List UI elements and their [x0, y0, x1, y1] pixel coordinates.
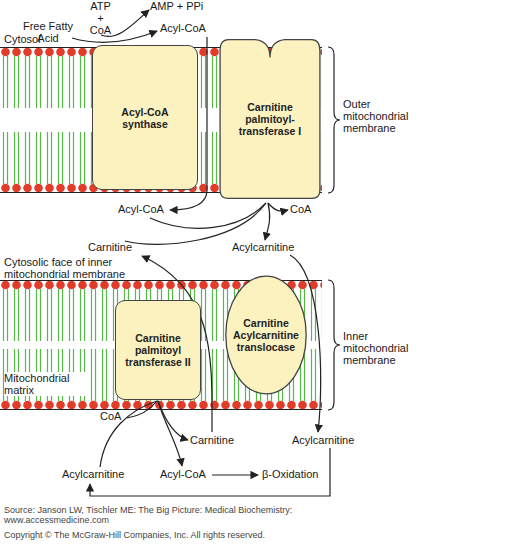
reaction-arrow: [127, 401, 157, 418]
shape-outline: [226, 276, 306, 394]
reaction-arrow: [268, 203, 288, 211]
pathway-label: β-Oxidation: [262, 468, 337, 480]
metabolite-label: Carnitine: [88, 241, 148, 253]
enzyme-name: Carnitine palmitoyl transferase II: [124, 332, 192, 368]
compartment-label: Cytosol: [4, 33, 64, 45]
reaction-arrow: [158, 401, 188, 440]
metabolite-label: Acylcarnitine: [232, 241, 312, 253]
compartment-label: Cytosolic face of inner mitochondrial me…: [4, 256, 139, 280]
reaction-arrow: [150, 203, 266, 228]
membrane-label: Outer mitochondrial membrane: [343, 98, 423, 134]
metabolite-label: Acylcarnitine: [62, 468, 142, 480]
reaction-arrow: [158, 401, 182, 466]
metabolite-label: AMP + PPi: [150, 0, 220, 12]
enzyme-name: Acyl-CoA synthase: [105, 106, 185, 130]
metabolite-label: Acyl-CoA: [160, 468, 220, 480]
reaction-arrow: [72, 31, 157, 42]
enzyme-box: Acyl-CoA synthase: [92, 45, 198, 190]
membrane-label: Inner mitochondrial membrane: [343, 330, 423, 366]
enzyme-name: Carnitine palmitoyl-transferase I: [228, 101, 312, 137]
metabolite-label: ATP + CoA: [88, 0, 113, 36]
compartment-label: Mitochondrial matrix: [4, 372, 89, 396]
transporter-ellipse: Carnitine Acylcarnitine translocase: [225, 275, 307, 395]
reaction-arrow: [212, 474, 258, 475]
metabolite-label: Carnitine: [190, 434, 250, 446]
brace: [328, 47, 340, 193]
reaction-arrow: [265, 203, 270, 240]
metabolite-label: Acyl-CoA: [160, 22, 220, 34]
source-note: Source: Janson LW, Tischler ME: The Big …: [4, 505, 314, 525]
metabolite-label: CoA: [100, 410, 121, 422]
reaction-arrow: [100, 401, 157, 467]
enzyme-box: Carnitine palmitoyl transferase II: [115, 300, 201, 400]
enzyme-name: Carnitine Acylcarnitine translocase: [230, 317, 302, 353]
shape-outline: [220, 40, 320, 199]
enzyme-box: Carnitine palmitoyl-transferase I: [218, 38, 322, 200]
metabolite-label: Acyl-CoA: [118, 203, 178, 215]
brace: [328, 280, 340, 410]
copyright-note: Copyright © The McGraw-Hill Companies, I…: [4, 530, 424, 540]
metabolite-label: Acylcarnitine: [292, 434, 372, 446]
metabolite-label: CoA: [290, 203, 320, 215]
